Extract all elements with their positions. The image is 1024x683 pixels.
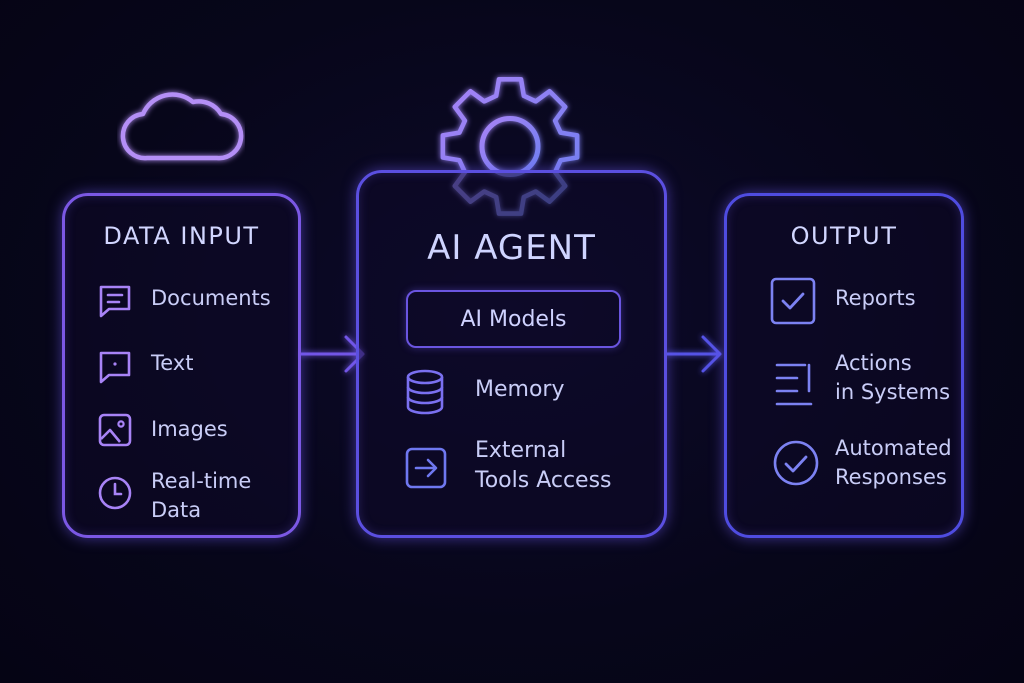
text-chat-icon	[95, 347, 135, 387]
input-item-label: Text	[151, 351, 194, 375]
ai-agent-panel: AI AGENT AI Models Memory	[356, 170, 667, 538]
output-panel: OUTPUT Reports Actions in	[724, 193, 964, 538]
input-item-label: Data	[151, 498, 202, 522]
input-item-label: Documents	[151, 286, 271, 310]
output-item-label: in Systems	[835, 380, 951, 404]
clock-icon	[95, 473, 135, 513]
output-item-label: Reports	[835, 286, 916, 310]
output-item-label: Responses	[835, 465, 947, 489]
check-circle-icon	[771, 438, 821, 488]
cloud-icon	[117, 80, 245, 166]
output-title: OUTPUT	[790, 222, 898, 250]
ai-models-label: AI Models	[460, 306, 567, 332]
document-chat-icon	[95, 281, 135, 321]
arrow-box-icon	[403, 445, 449, 491]
data-input-panel: DATA INPUT Documents Text	[62, 193, 301, 538]
database-icon	[403, 368, 447, 416]
ai-models-box: AI Models	[406, 290, 621, 348]
checkbox-icon	[769, 276, 817, 326]
list-icon	[771, 359, 819, 411]
data-input-title: DATA INPUT	[103, 222, 260, 250]
input-item-label: Images	[151, 417, 228, 441]
input-item-label: Real-time	[151, 469, 252, 493]
output-item-label: Automated	[835, 436, 952, 460]
image-icon	[95, 410, 135, 450]
ai-agent-title: AI AGENT	[427, 228, 596, 268]
agent-item-label: Memory	[475, 377, 565, 402]
agent-item-label: Tools Access	[475, 468, 612, 493]
output-item-label: Actions	[835, 351, 912, 375]
agent-item-label: External	[475, 438, 567, 463]
